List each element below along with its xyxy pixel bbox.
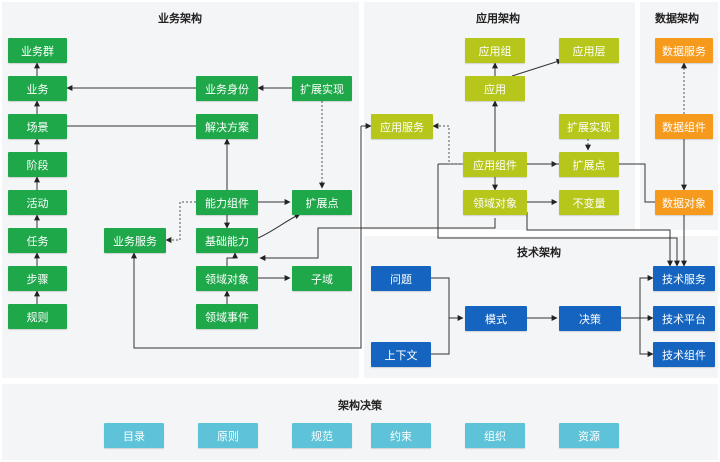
node-app-group[interactable]: 应用组	[465, 38, 525, 63]
edge-app-tech-left	[437, 164, 680, 267]
node-activity[interactable]: 活动	[8, 190, 67, 215]
node-pattern[interactable]: 模式	[465, 306, 527, 331]
node-app-domain-object[interactable]: 领域对象	[463, 190, 527, 215]
node-data-object[interactable]: 数据对象	[655, 190, 713, 215]
node-domain-object[interactable]: 领域对象	[196, 266, 258, 291]
node-tech-platform[interactable]: 技术平台	[653, 306, 715, 331]
decision-item-standard[interactable]: 规范	[292, 423, 352, 448]
node-business-group[interactable]: 业务群	[8, 38, 67, 63]
decision-item-organization[interactable]: 组织	[465, 423, 525, 448]
node-business-identity[interactable]: 业务身份	[196, 76, 258, 101]
edge-basic-extpoint	[257, 213, 301, 239]
edge-decision-techservice	[639, 275, 654, 318]
decision-item-principle[interactable]: 原则	[198, 423, 258, 448]
edge-app-applayer	[511, 58, 563, 77]
node-step[interactable]: 步骤	[8, 266, 67, 291]
node-extension-impl[interactable]: 扩展实现	[292, 76, 352, 101]
node-task[interactable]: 任务	[8, 228, 67, 253]
application-section-title: 应用架构	[476, 12, 520, 25]
node-scenario[interactable]: 场景	[8, 114, 67, 139]
node-business-service[interactable]: 业务服务	[104, 228, 166, 253]
node-solution[interactable]: 解决方案	[196, 114, 258, 139]
node-data-service[interactable]: 数据服务	[655, 38, 713, 63]
node-app-extension-impl[interactable]: 扩展实现	[559, 114, 619, 139]
edge-decision-techcomp	[639, 318, 654, 357]
decision-section-title: 架构决策	[338, 399, 382, 412]
edge-appservice-business-service	[131, 126, 362, 349]
data-section-title: 数据架构	[655, 12, 699, 25]
node-business[interactable]: 业务	[8, 76, 67, 101]
business-section-title: 业务架构	[158, 12, 202, 25]
node-data-component[interactable]: 数据组件	[655, 114, 713, 139]
edge-capcomp-service-dotted	[165, 201, 196, 243]
node-tech-service[interactable]: 技术服务	[653, 266, 715, 291]
node-extension-point[interactable]: 扩展点	[292, 190, 352, 215]
decision-item-constraint[interactable]: 约束	[371, 423, 431, 448]
edge-context-pattern	[431, 318, 450, 355]
node-subdomain[interactable]: 子域	[292, 266, 352, 291]
node-capability-component[interactable]: 能力组件	[196, 190, 258, 215]
node-basic-capability[interactable]: 基础能力	[196, 228, 258, 253]
node-problem[interactable]: 问题	[371, 266, 431, 291]
decision-item-catalog[interactable]: 目录	[104, 423, 164, 448]
edge-problem-pattern	[431, 277, 464, 321]
node-rule[interactable]: 规则	[8, 304, 67, 329]
node-domain-event[interactable]: 领域事件	[196, 304, 258, 329]
edge-appcomp-appservice-dotted	[432, 123, 463, 165]
node-app-extension-point[interactable]: 扩展点	[559, 152, 619, 177]
node-stage[interactable]: 阶段	[8, 152, 67, 177]
edge-appdomain-business-service	[259, 218, 496, 261]
node-app-service[interactable]: 应用服务	[371, 114, 433, 139]
node-decision[interactable]: 决策	[559, 306, 621, 331]
node-immutable[interactable]: 不变量	[559, 190, 619, 215]
node-app-component[interactable]: 应用组件	[463, 152, 527, 177]
node-tech-component[interactable]: 技术组件	[653, 342, 715, 367]
technology-section-title: 技术架构	[517, 246, 561, 259]
node-app-layer[interactable]: 应用层	[559, 38, 619, 63]
node-context[interactable]: 上下文	[371, 342, 431, 367]
edge-appdomain-tech	[526, 212, 673, 267]
node-application[interactable]: 应用	[465, 76, 525, 101]
edge-domainobj-basic	[226, 252, 238, 266]
decision-item-resource[interactable]: 资源	[559, 423, 619, 448]
